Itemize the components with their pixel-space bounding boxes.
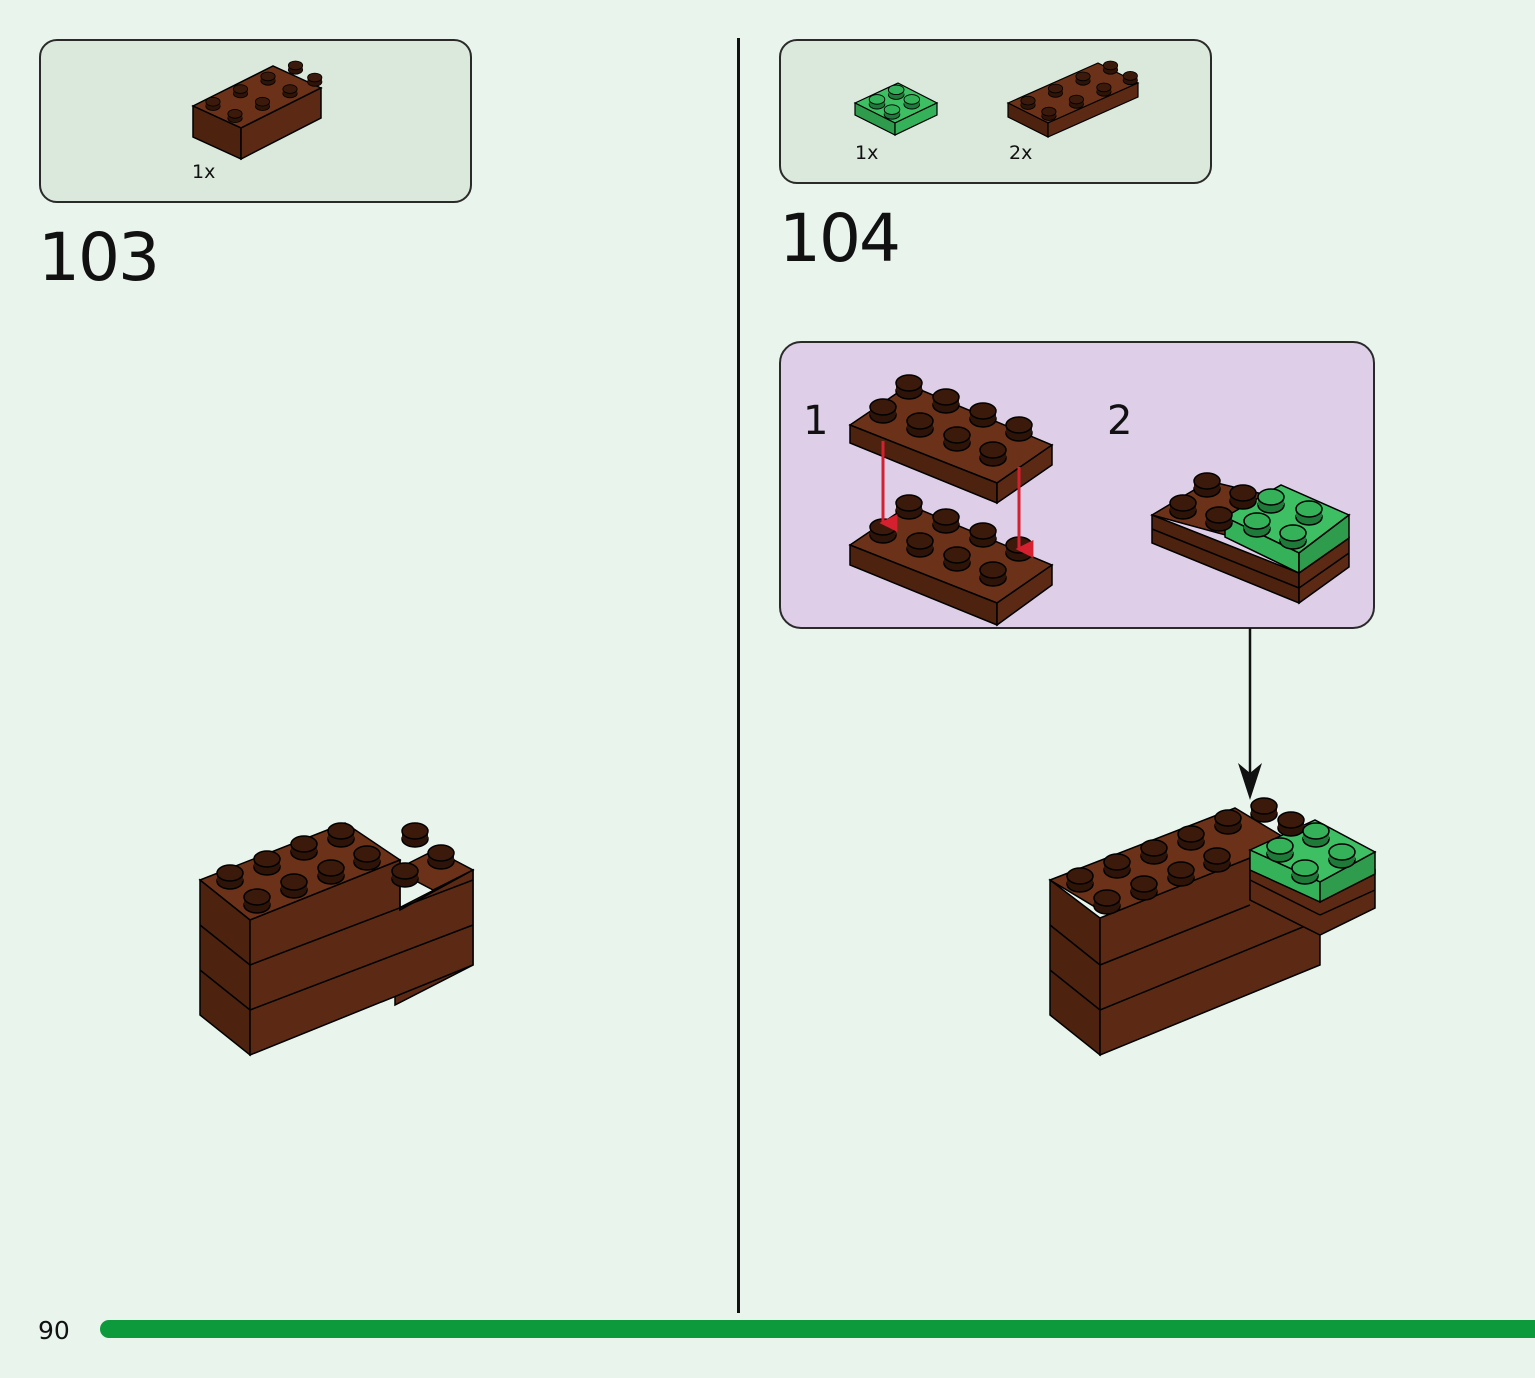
parts-callout-103: 1x [39, 39, 472, 203]
parts-callout-104: 1x 2x [779, 39, 1212, 184]
substep-number-2: 2 [1107, 398, 1133, 444]
down-arrow-icon [1238, 628, 1262, 800]
progress-bar [100, 1320, 1535, 1338]
step-number-103: 103 [38, 219, 160, 296]
model-104-illustration [1048, 797, 1377, 1057]
model-103-illustration [198, 822, 475, 1057]
part-qty: 2x [1009, 142, 1033, 164]
substep-2-illustration [1150, 472, 1351, 605]
green-2x2-plate-icon [853, 82, 939, 136]
substep-1-illustration [848, 374, 1054, 627]
page-number: 90 [38, 1316, 70, 1345]
brown-2x4-plate-icon [1006, 60, 1140, 138]
brown-2x4-brick-icon [191, 60, 323, 161]
page-divider [737, 38, 740, 1313]
step-number-104: 104 [779, 200, 901, 277]
substep-callout: 1 2 [779, 341, 1375, 629]
part-qty: 1x [192, 161, 216, 183]
part-qty: 1x [855, 142, 879, 164]
substep-number-1: 1 [803, 398, 829, 444]
